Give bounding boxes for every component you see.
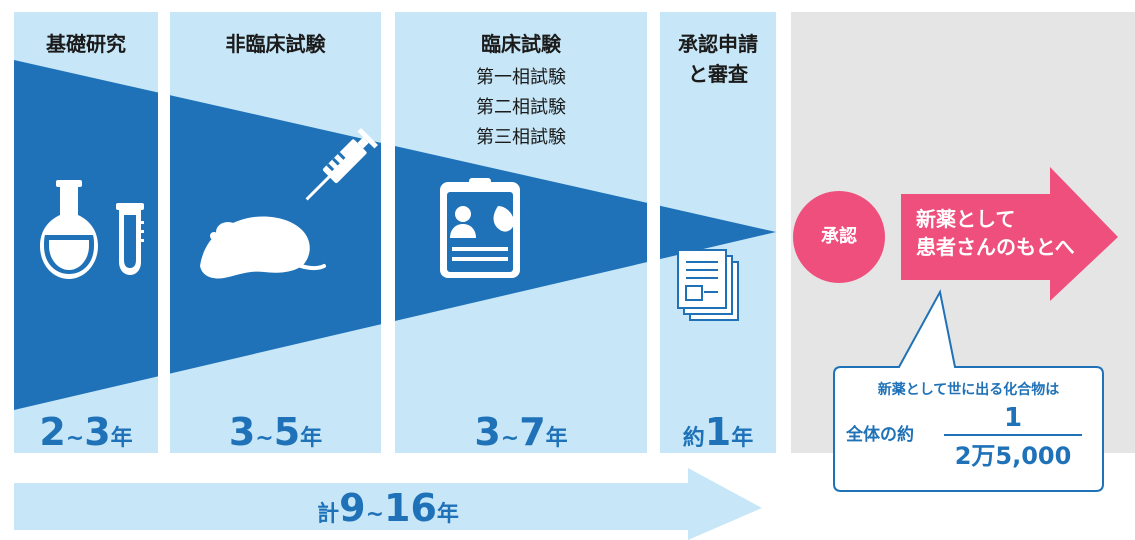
stage-title-review-line1: 承認申請 [678, 32, 758, 56]
total-max: 16 [384, 486, 437, 530]
duration-prefix: 約 [682, 426, 705, 451]
duration-max: 7 [519, 410, 546, 454]
callout-text: 新薬として世に出る化合物は [877, 382, 1060, 398]
duration-unit: 年 [545, 426, 568, 451]
tilde: ~ [65, 426, 85, 451]
duration-min: 3 [228, 410, 256, 454]
outcome-line2: 患者さんのもとへ [916, 235, 1075, 259]
approval-circle [793, 191, 885, 283]
duration-unit: 年 [731, 426, 754, 451]
duration-nonclinical: 3~5年 [170, 410, 381, 454]
column-gap [158, 12, 170, 453]
total-min: 9 [339, 486, 366, 530]
syringe-icon [305, 127, 379, 201]
tilde: ~ [500, 426, 520, 451]
duration-review: 約1年 [660, 410, 776, 454]
duration-unit: 年 [110, 426, 133, 451]
callout-bubble [833, 289, 1104, 492]
duration-max: 5 [273, 410, 301, 454]
column-gap [381, 12, 395, 453]
outcome-arrow [901, 167, 1118, 301]
total-duration: 計9~16年 [14, 486, 762, 530]
callout-prefix: 全体の約 [846, 425, 914, 445]
mouse-icon [200, 216, 326, 279]
clinical-phase-2: 第二相試験 [476, 97, 566, 118]
stage-title-basic-research: 基礎研究 [46, 32, 126, 56]
total-arrow [14, 468, 762, 540]
tilde: ~ [365, 502, 384, 527]
duration-unit: 年 [300, 426, 323, 451]
clinical-phase-3: 第三相試験 [476, 127, 566, 148]
duration-max: 3 [84, 410, 111, 454]
stage-title-clinical: 臨床試験 [481, 32, 561, 56]
duration-clinical: 3~7年 [395, 410, 647, 454]
id-card-icon [440, 178, 520, 278]
column-gap [647, 12, 660, 453]
duration-min: 3 [474, 410, 501, 454]
fraction-numerator: 1 [1003, 403, 1023, 433]
tilde: ~ [255, 426, 274, 451]
clinical-phase-1: 第一相試験 [476, 67, 566, 88]
duration-basic-research: 2~3年 [14, 410, 158, 454]
stage-title-nonclinical: 非臨床試験 [225, 32, 326, 56]
total-prefix: 計 [317, 502, 340, 527]
test-tube-icon [116, 203, 144, 275]
approval-label: 承認 [821, 226, 857, 247]
duration-value: 1 [704, 410, 732, 454]
column-gap [776, 12, 791, 453]
duration-min: 2 [39, 410, 66, 454]
outcome-line1: 新薬として [916, 207, 1016, 231]
documents-icon [677, 249, 739, 321]
total-unit: 年 [436, 502, 459, 527]
stage-title-review-line2: と審査 [688, 62, 748, 86]
fraction-denominator: 2万5,000 [954, 442, 1072, 470]
flask-icon [40, 180, 98, 279]
